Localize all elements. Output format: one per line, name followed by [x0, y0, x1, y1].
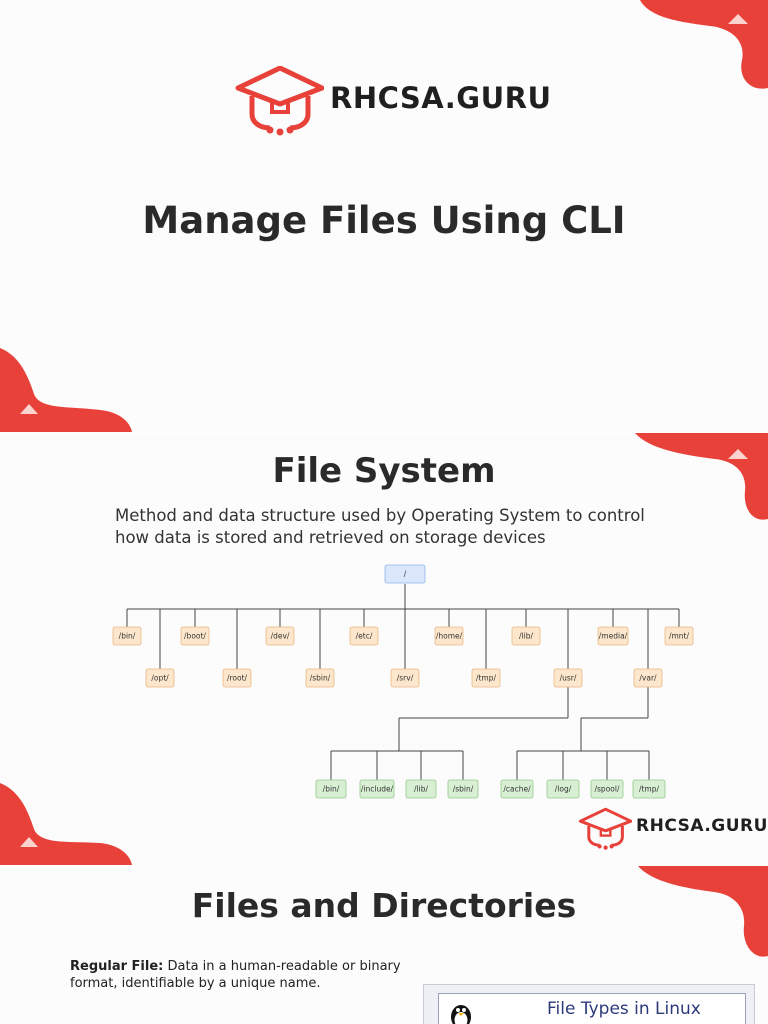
- tree-node-label: /srv/: [397, 674, 414, 683]
- tree-node-usr-child: /sbin/: [447, 779, 479, 799]
- tree-node-usr-child: /lib/: [405, 779, 437, 799]
- tree-node-var-child: /spool/: [590, 779, 624, 799]
- tree-node-dir: /srv/: [390, 668, 420, 688]
- slide-title-heading: Manage Files Using CLI: [142, 199, 626, 242]
- slide-heading: Files and Directories: [191, 886, 577, 925]
- tree-node-dir: /lib/: [511, 626, 541, 646]
- regular-file-definition: Regular File: Data in a human-readable o…: [70, 958, 415, 992]
- decorative-blob-top-right: [640, 0, 768, 89]
- brand-logo-small: RHCSA.GURU: [578, 807, 768, 851]
- tree-node-label: /media/: [599, 632, 628, 641]
- file-types-card: File Types in Linux: [423, 984, 755, 1024]
- tree-node-dir: /media/: [597, 626, 629, 646]
- tree-node-label: /etc/: [356, 632, 373, 641]
- file-types-title: File Types in Linux: [547, 999, 701, 1019]
- tree-node-label: /var/: [639, 674, 657, 683]
- file-system-description: Method and data structure used by Operat…: [115, 506, 645, 547]
- tree-node-dir: /bin/: [112, 626, 142, 646]
- brand-name: RHCSA.GURU: [636, 816, 768, 836]
- tree-node-dir: /tmp/: [471, 668, 501, 688]
- tree-node-label: /sbin/: [310, 674, 331, 683]
- tree-node-label: /bin/: [323, 785, 340, 794]
- tree-node-dir: /sbin/: [305, 668, 335, 688]
- decorative-blob-bottom-left: [0, 348, 132, 432]
- tree-node-label: /boot/: [184, 632, 206, 641]
- tree-node-label: /bin/: [119, 632, 136, 641]
- tree-node-var-child: /log/: [546, 779, 580, 799]
- file-types-header: File Types in Linux: [438, 993, 746, 1024]
- tree-node-label: /usr/: [560, 674, 577, 683]
- tree-node-dir: /opt/: [145, 668, 175, 688]
- tree-node-label: /home/: [436, 632, 463, 641]
- slide-heading: File System: [272, 451, 496, 491]
- tree-node-var-child: /tmp/: [632, 779, 666, 799]
- tree-node-label: /cache/: [503, 785, 531, 794]
- slide-files-directories: Files and Directories Regular File: Data…: [0, 866, 768, 1024]
- tree-node-dir: /home/: [434, 626, 464, 646]
- slide-title: RHCSA.GURU Manage Files Using CLI: [0, 0, 768, 432]
- tree-node-label: /log/: [555, 785, 572, 794]
- tree-node-dir: /root/: [222, 668, 252, 688]
- slide-file-system: File System Method and data structure us…: [0, 433, 768, 865]
- tree-node-var-child: /cache/: [500, 779, 534, 799]
- tux-penguin-icon: [451, 1005, 471, 1024]
- graduation-cap-logo-icon: [578, 807, 632, 850]
- tree-node-label: /sbin/: [453, 785, 474, 794]
- decorative-blob-top-right: [638, 866, 768, 957]
- tree-node-label: /: [404, 570, 407, 579]
- tree-node-dir: /usr/: [553, 668, 583, 688]
- filesystem-tree-diagram: / /bin/ /boot/ /dev/ /etc/ /home/ /lib/ /media/…: [112, 564, 694, 799]
- regular-file-text: Data in a human-readable or binary forma…: [70, 959, 401, 991]
- tree-node-label: /spool/: [595, 785, 620, 794]
- tree-node-label: /mnt/: [669, 632, 690, 641]
- tree-node-dir: /etc/: [349, 626, 379, 646]
- decorative-blob-top-right: [635, 433, 768, 520]
- tree-node-label: /include/: [361, 785, 394, 794]
- tree-node-label: /lib/: [519, 632, 533, 641]
- tree-node-dir: /mnt/: [664, 626, 694, 646]
- tree-node-label: /opt/: [151, 674, 169, 683]
- tree-node-dir: /dev/: [265, 626, 295, 646]
- brand-name: RHCSA.GURU: [330, 81, 552, 115]
- tree-node-dir: /var/: [633, 668, 663, 688]
- tree-node-usr-child: /include/: [359, 779, 395, 799]
- tree-node-label: /tmp/: [639, 785, 660, 794]
- tree-node-root: /: [384, 564, 426, 584]
- tree-node-dir: /boot/: [180, 626, 210, 646]
- graduation-cap-logo-icon: [235, 66, 324, 136]
- brand-logo: RHCSA.GURU: [234, 66, 552, 136]
- tree-node-label: /root/: [227, 674, 248, 683]
- tree-node-usr-child: /bin/: [315, 779, 347, 799]
- tree-node-label: /dev/: [271, 632, 290, 641]
- tree-node-label: /tmp/: [476, 674, 497, 683]
- decorative-blob-bottom-left: [0, 783, 132, 865]
- tree-node-label: /lib/: [414, 785, 428, 794]
- regular-file-label: Regular File:: [70, 959, 164, 974]
